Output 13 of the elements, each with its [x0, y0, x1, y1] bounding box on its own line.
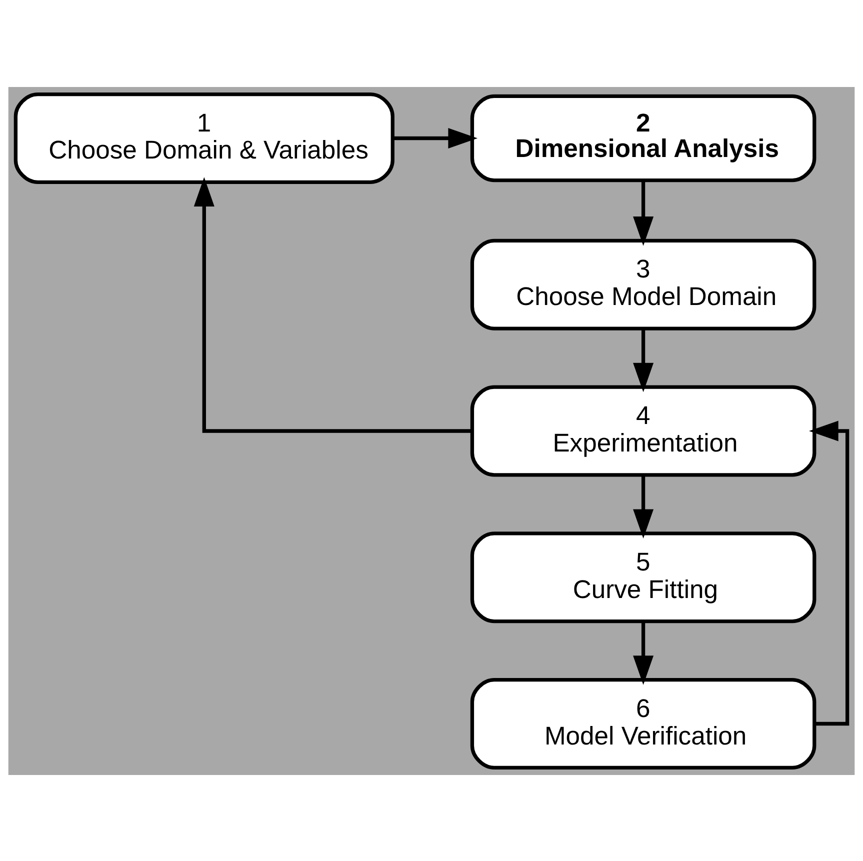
node-box: 6 Model Verification: [470, 678, 816, 769]
arrow: [633, 474, 654, 538]
arrow: [633, 328, 654, 392]
node-box: 3 Choose Model Domain: [470, 238, 816, 330]
arrow: [392, 127, 478, 148]
node-box: 4 Experimentation: [470, 384, 816, 476]
arrow: [633, 180, 654, 246]
node-box: 1 Choose Domain & Variables: [14, 92, 394, 184]
node-box: 5 Curve Fitting: [470, 531, 816, 623]
arrow: [809, 420, 850, 726]
arrow: [633, 620, 654, 684]
node-box: 2 Dimensional Analysis: [470, 94, 816, 182]
arrow: [194, 176, 472, 432]
